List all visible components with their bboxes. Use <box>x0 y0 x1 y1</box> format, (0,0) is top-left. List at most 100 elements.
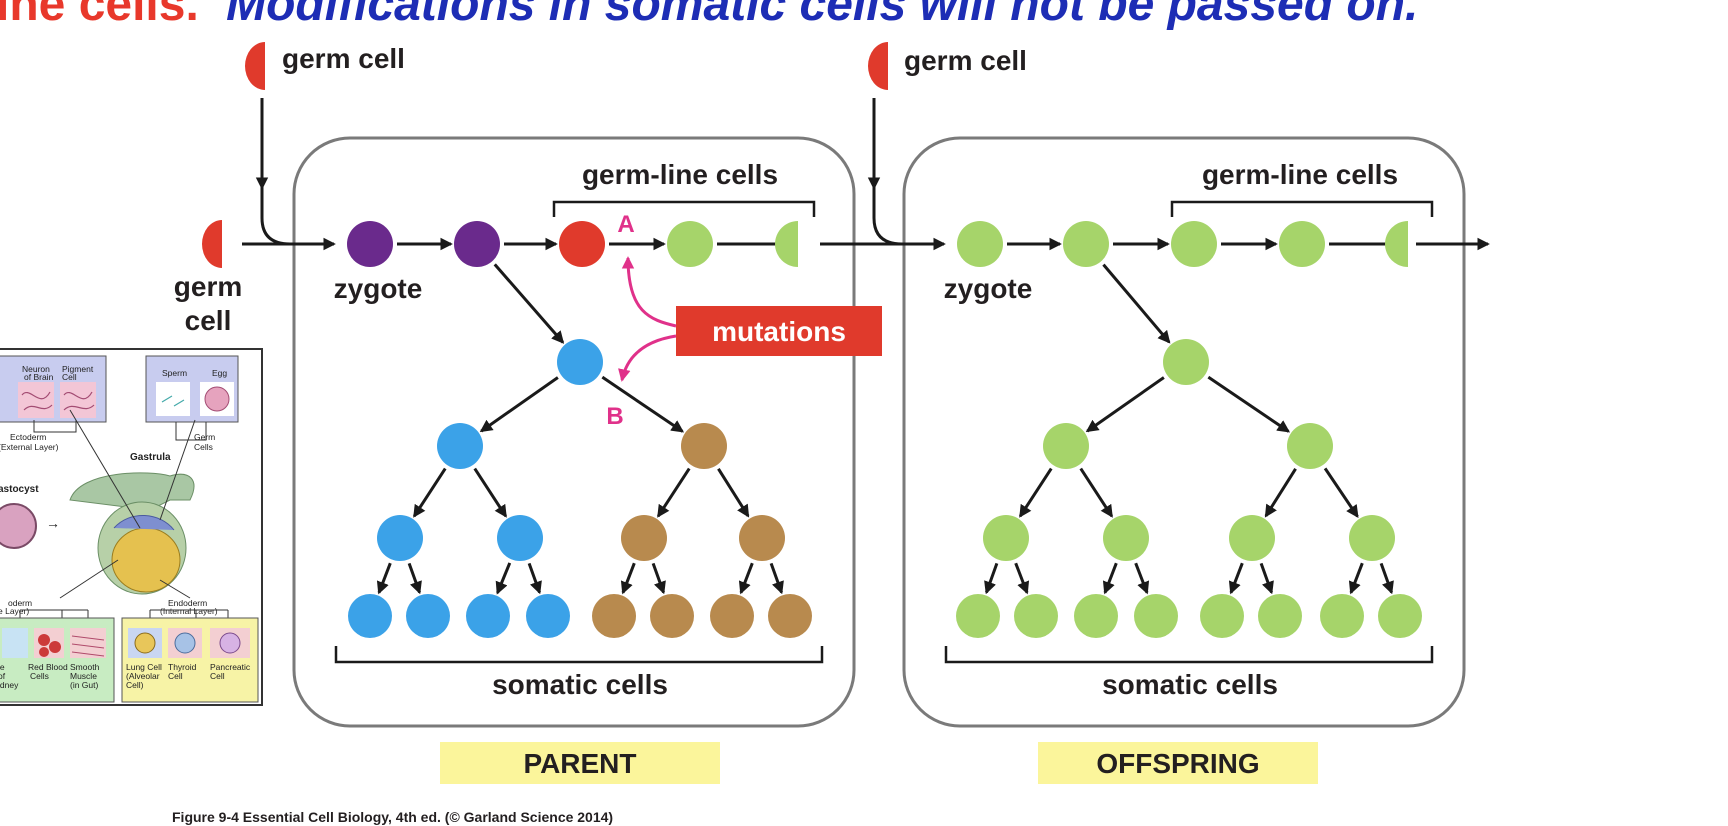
germ-cell-top-parent <box>245 42 265 90</box>
inset-label-blastocyst: astocyst <box>0 484 39 495</box>
offspring-somatic-cell <box>1320 594 1364 638</box>
offspring-somatic-cell <box>1349 515 1395 561</box>
lineage-arrow <box>412 467 447 518</box>
svg-text:→: → <box>46 515 60 531</box>
offspring-somatic-cell <box>1378 594 1422 638</box>
somatic-cell <box>621 515 667 561</box>
somatic-label-offspring: somatic cells <box>1102 669 1278 700</box>
offspring-somatic-cell <box>983 515 1029 561</box>
mutation-arrow-a <box>621 256 677 328</box>
lineage-arrow <box>407 562 422 595</box>
offspring-somatic-cell <box>1287 423 1333 469</box>
germline-cell <box>667 221 713 267</box>
somatic-cell <box>650 594 694 638</box>
offspring-zygote-cell <box>957 221 1003 267</box>
germline-label-offspring: germ-line cells <box>1202 159 1398 190</box>
cell-layer <box>347 221 1422 638</box>
inset-label-smooth-2: Muscle <box>70 671 97 681</box>
lineage-arrow <box>1085 376 1165 433</box>
inset-embryo-figure: Neuron of Brain Pigment Cell Ectoderm (E… <box>0 348 263 706</box>
lineage-arrow <box>620 562 636 595</box>
lineage-arrow <box>495 562 512 595</box>
mutations-box <box>676 306 882 356</box>
lineage-arrow <box>1018 467 1053 518</box>
somatic-cell <box>348 594 392 638</box>
mutated-germline-cell <box>559 221 605 267</box>
figure-caption: Figure 9-4 Essential Cell Biology, 4th e… <box>172 809 613 825</box>
inset-label-pigment: Pigment <box>62 364 94 374</box>
inset-label-pigment-2: Cell <box>62 372 77 382</box>
arrow-layer <box>376 237 1490 595</box>
inset-label-neuron: Neuron <box>22 364 50 374</box>
inset-label-kidney: le <box>0 662 5 672</box>
somatic-cell <box>437 423 483 469</box>
offspring-somatic-cell <box>1134 594 1178 638</box>
lineage-arrow <box>717 468 750 518</box>
lineage-arrow <box>1379 562 1394 595</box>
somatic-label-parent: somatic cells <box>492 669 668 700</box>
offspring-somatic-bracket <box>944 646 1434 664</box>
lineage-arrow <box>1079 467 1114 518</box>
zygote-label-parent: zygote <box>334 273 423 304</box>
lineage-arrow <box>1259 562 1274 595</box>
somatic-cell <box>592 594 636 638</box>
slide-heading: ine cells. Modifications in somatic cell… <box>0 0 1418 31</box>
inset-label-lung-2: (Alveolar <box>126 671 160 681</box>
germ-cell-label-parent: germ cell <box>282 43 405 74</box>
offspring-somatic-cell <box>1074 594 1118 638</box>
parent-tag-label: PARENT <box>523 748 636 779</box>
inset-label-smooth-3: (in Gut) <box>70 680 99 690</box>
lineage-arrow <box>651 562 666 595</box>
mutations-label: mutations <box>712 316 846 347</box>
germ-cell-left <box>202 220 222 268</box>
mutation-arrow-b <box>618 334 677 382</box>
somatic-cell <box>497 515 543 561</box>
inset-label-lung: Lung Cell <box>126 662 162 672</box>
inset-label-thyroid: Thyroid <box>168 662 197 672</box>
inset-label-kidney-2: of <box>0 671 6 681</box>
parent-panel <box>292 136 856 728</box>
lineage-arrow <box>1102 263 1171 344</box>
offspring-somatic-cell <box>1043 423 1089 469</box>
somatic-cell <box>681 423 727 469</box>
offspring-somatic-cell <box>1200 594 1244 638</box>
mutation-a-label: A <box>617 211 634 238</box>
germline-gamete <box>775 221 798 267</box>
parent-germline-bracket <box>552 200 816 217</box>
heading-part-1: ine cells. <box>0 0 199 31</box>
somatic-cell <box>406 594 450 638</box>
germline-label-parent: germ-line cells <box>582 159 778 190</box>
offspring-germline-cell <box>1171 221 1217 267</box>
somatic-cell <box>557 339 603 385</box>
lineage-arrow <box>1323 467 1359 519</box>
inset-label-pancreatic: Pancreatic <box>210 662 251 672</box>
inset-label-mesoderm: oderm <box>8 598 32 608</box>
inset-label-ectoderm-2: (External Layer) <box>0 442 59 452</box>
inset-label-endoderm: Endoderm <box>168 598 207 608</box>
inset-label-red-blood-2: Cells <box>30 671 49 681</box>
lineage-arrow <box>984 562 999 595</box>
germ-cell-label-offspring: germ cell <box>904 45 1027 76</box>
inset-label-pancreatic-2: Cell <box>210 671 225 681</box>
offspring-germline-bracket <box>1170 200 1434 217</box>
inset-label-mesoderm-2: e Layer) <box>0 606 29 616</box>
offspring-germline-cell <box>1279 221 1325 267</box>
inset-label-kidney-3: idney <box>0 680 19 690</box>
inset-label-thyroid-2: Cell <box>168 671 183 681</box>
offspring-germline-cell <box>1063 221 1109 267</box>
inset-label-lung-3: Cell) <box>126 680 144 690</box>
inset-label-smooth: Smooth <box>70 662 100 672</box>
somatic-cell <box>377 515 423 561</box>
zygote-daughter-cell <box>454 221 500 267</box>
lineage-arrow <box>656 467 691 518</box>
inset-label-red-blood: Red Blood <box>28 662 68 672</box>
lineage-arrow <box>601 375 685 433</box>
somatic-cell <box>710 594 754 638</box>
lineage-arrow <box>1264 468 1297 518</box>
offspring-germline-gamete <box>1385 221 1408 267</box>
lineage-arrow <box>1102 562 1118 595</box>
lineage-arrow <box>1134 562 1150 595</box>
lineage-arrow <box>1228 562 1244 595</box>
inset-label-germ: Germ <box>194 432 215 442</box>
